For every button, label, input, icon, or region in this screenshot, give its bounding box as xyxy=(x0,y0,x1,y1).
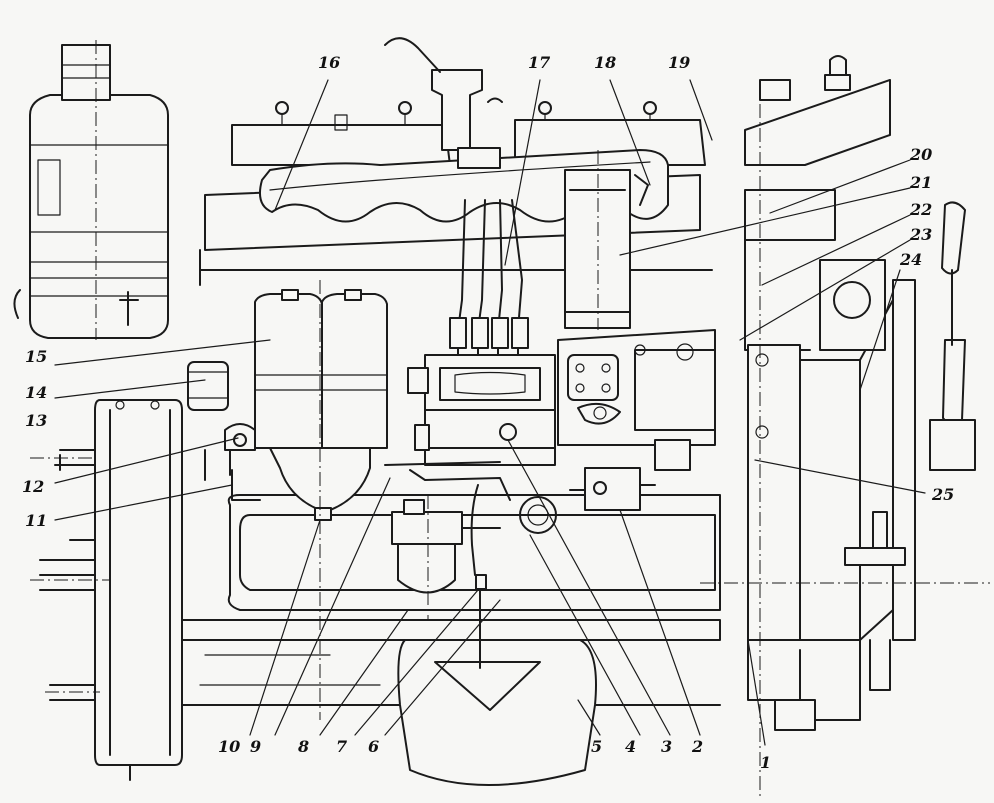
callout-11: 11 xyxy=(25,511,47,530)
oil-pan xyxy=(397,574,597,786)
callout-16: 16 xyxy=(318,53,340,72)
callout-3: 3 xyxy=(661,737,672,756)
air-duct xyxy=(564,150,649,330)
flywheel-housing xyxy=(30,399,183,781)
leader-lines xyxy=(54,79,926,746)
air-cleaner-tank xyxy=(13,40,169,340)
callout-23: 23 xyxy=(909,225,932,244)
fuel-pipes xyxy=(231,461,557,576)
fuel-filters xyxy=(254,280,388,720)
callout-8: 8 xyxy=(297,737,309,756)
fine-filter xyxy=(187,361,256,481)
callout-6: 6 xyxy=(368,737,379,756)
callout-18: 18 xyxy=(594,53,616,72)
callout-2: 2 xyxy=(691,737,703,756)
feed-pump xyxy=(569,439,691,511)
callout-24: 24 xyxy=(899,250,922,269)
front-cover xyxy=(557,329,716,446)
callout-19: 19 xyxy=(668,53,690,72)
callout-21: 21 xyxy=(909,173,932,192)
callout-14: 14 xyxy=(25,383,47,402)
callout-20: 20 xyxy=(909,145,932,164)
callout-22: 22 xyxy=(909,200,932,219)
callout-7: 7 xyxy=(336,737,347,756)
callout-13: 13 xyxy=(25,411,47,430)
injection-pump xyxy=(407,147,556,466)
callout-1: 1 xyxy=(760,753,771,772)
callout-15: 15 xyxy=(25,347,47,366)
callout-4: 4 xyxy=(625,737,636,756)
callout-5: 5 xyxy=(591,737,602,756)
sediment-bowl xyxy=(391,495,501,620)
cylinder-block xyxy=(179,249,721,706)
callout-17: 17 xyxy=(528,53,550,72)
callout-25: 25 xyxy=(931,485,954,504)
right-side-view xyxy=(700,55,990,800)
callout-12: 12 xyxy=(22,477,44,496)
callout-9: 9 xyxy=(250,737,261,756)
callout-labels: 1 2 3 4 5 6 7 8 9 10 11 12 13 14 15 16 1… xyxy=(22,53,954,772)
valve-covers xyxy=(231,37,706,166)
callout-10: 10 xyxy=(218,737,240,756)
